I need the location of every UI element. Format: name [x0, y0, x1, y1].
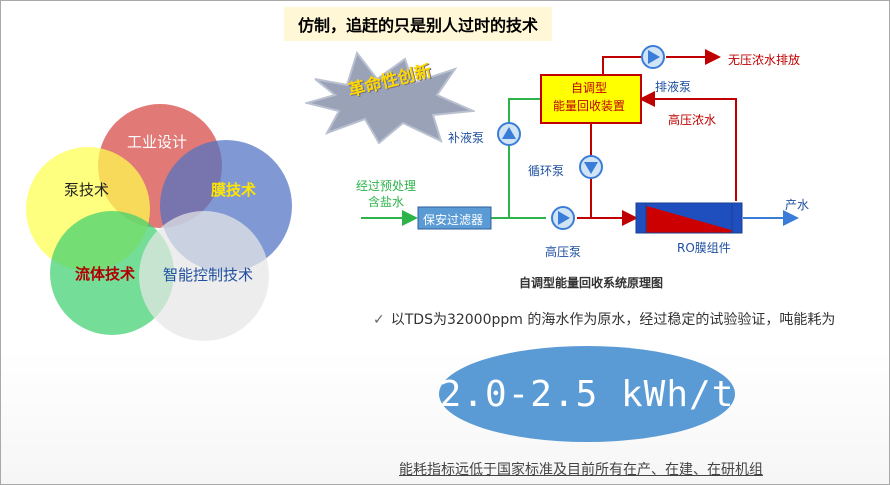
- venn-label-pump: 泵技术: [64, 181, 110, 199]
- inlet-label-line1: 经过预处理: [356, 179, 417, 193]
- filter-box: [417, 206, 492, 230]
- filter-label: 保安过滤器: [423, 213, 484, 227]
- product-label: 产水: [785, 198, 810, 212]
- slide-title: 仿制，追赶的只是别人过时的技术: [284, 7, 552, 41]
- technology-venn: [26, 104, 292, 341]
- diagram-caption: 自调型能量回收系统原理图: [519, 276, 664, 290]
- discharge-pump-icon: [641, 45, 665, 69]
- venn-label-fluid: 流体技术: [75, 265, 136, 283]
- energy-value-ellipse: 2.0-2.5 kWh/t: [439, 346, 735, 442]
- venn-circle-fluid: [50, 211, 174, 335]
- hp-pump-label: 高压泵: [545, 245, 582, 259]
- device-label-line1: 自调型: [571, 81, 608, 95]
- ro-label: RO膜组件: [677, 241, 731, 255]
- makeup-line: [508, 98, 541, 218]
- energy-recovery-device: [540, 74, 642, 124]
- inlet-label-line2: 含盐水: [368, 195, 405, 209]
- venn-label-membrane: 膜技术: [211, 181, 257, 199]
- hp-brine-label: 高压浓水: [668, 113, 717, 127]
- discharge-out-label: 无压浓水排放: [728, 53, 801, 67]
- discharge-pump-label: 排液泵: [655, 80, 692, 94]
- energy-value-text: 2.0-2.5 kWh/t: [439, 373, 735, 415]
- circulation-pump-label: 循环泵: [528, 164, 565, 178]
- discharge-up-line: [602, 56, 641, 75]
- starburst-badge: [305, 50, 475, 144]
- venn-circle-smart-control: [139, 211, 269, 341]
- makeup-pump-icon: [497, 122, 521, 146]
- ro-module: [635, 202, 743, 234]
- high-pressure-pump-icon: [551, 206, 575, 230]
- circulation-pump-icon: [579, 155, 603, 179]
- venn-label-smart-control: 智能控制技术: [163, 266, 254, 284]
- brine-return-line: [639, 91, 737, 201]
- makeup-pump-label: 补液泵: [448, 131, 485, 145]
- process-flow-diagram: [361, 45, 799, 234]
- device-label-line2: 能量回收装置: [553, 99, 626, 113]
- checkmark-icon: ✓: [373, 312, 385, 328]
- check-statement: ✓ 以TDS为32000ppm 的海水作为原水，经过稳定的试验验证，吨能耗为: [373, 309, 835, 329]
- venn-label-industrial-design: 工业设计: [127, 133, 188, 151]
- check-statement-text: 以TDS为32000ppm 的海水作为原水，经过稳定的试验验证，吨能耗为: [390, 312, 836, 328]
- footnote: 能耗指标远低于国家标准及目前所有在产、在建、在研机组: [399, 462, 763, 478]
